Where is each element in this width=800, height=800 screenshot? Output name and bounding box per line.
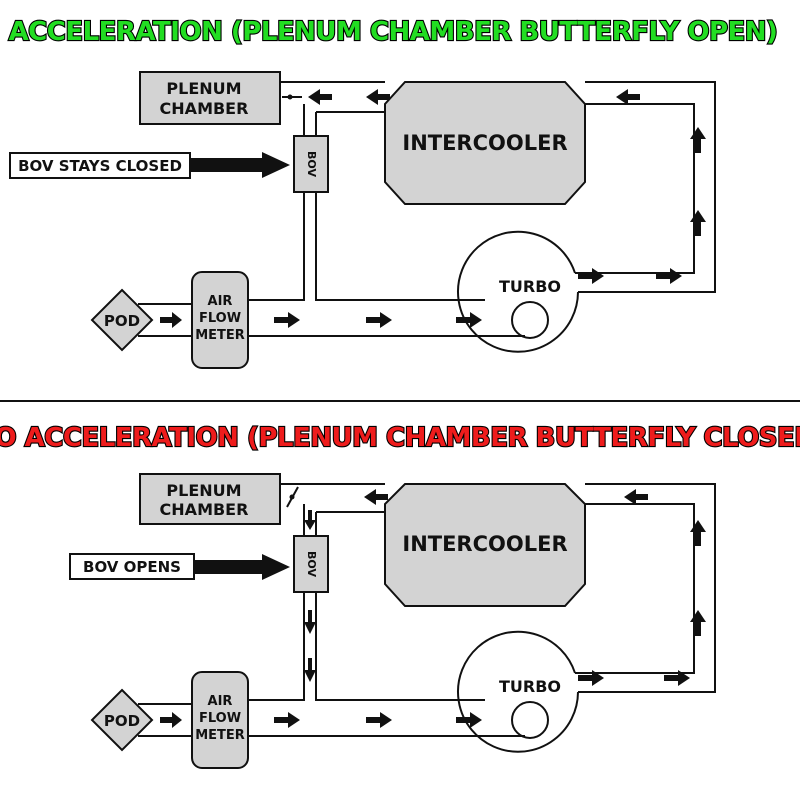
flow-arrows: [160, 489, 706, 728]
plenum-chamber: PLENUM CHAMBER: [139, 71, 281, 125]
acceleration-diagram-svg: ACCELERATION (PLENUM CHAMBER BUTTERFLY O…: [7, 16, 779, 369]
afm-label-line3: METER: [195, 328, 245, 343]
blow-off-valve: BOV: [293, 135, 329, 193]
pipework: [138, 483, 716, 753]
intercooler: INTERCOOLER: [384, 483, 586, 607]
pod-label: POD: [104, 312, 140, 330]
intercooler: INTERCOOLER: [384, 81, 586, 205]
plenum-label-line2: CHAMBER: [160, 500, 249, 519]
bov-callout: BOV STAYS CLOSED: [9, 152, 290, 179]
pod-filter: POD: [90, 688, 154, 752]
pod-filter: POD: [90, 288, 154, 352]
air-flow-meter: AIR FLOW METER: [191, 671, 249, 769]
flow-arrows: [160, 89, 706, 328]
callout-arrow: [190, 152, 290, 178]
panel-divider: [0, 400, 800, 402]
afm-label-line2: FLOW: [199, 311, 241, 326]
bov-callout-label: BOV STAYS CLOSED: [18, 157, 182, 175]
pod-label: POD: [104, 712, 140, 730]
diagram-title: NO ACCELERATION (PLENUM CHAMBER BUTTERFL…: [0, 423, 800, 453]
bov-label: BOV: [305, 551, 318, 577]
intercooler-label: INTERCOOLER: [402, 131, 567, 155]
bov-callout: BOV OPENS: [69, 553, 290, 580]
afm-label-line2: FLOW: [199, 711, 241, 726]
no-acceleration-diagram: NO ACCELERATION (PLENUM CHAMBER BUTTERFL…: [0, 400, 800, 800]
intercooler-label: INTERCOOLER: [402, 532, 567, 556]
plenum-label-line1: PLENUM: [166, 79, 241, 98]
air-flow-meter: AIR FLOW METER: [191, 271, 249, 369]
turbo-label: TURBO: [499, 277, 561, 296]
acceleration-diagram: ACCELERATION (PLENUM CHAMBER BUTTERFLY O…: [7, 16, 779, 369]
plenum-label-line1: PLENUM: [166, 481, 241, 500]
turbo-label: TURBO: [499, 677, 561, 696]
plenum-chamber: PLENUM CHAMBER: [139, 473, 281, 525]
bov-label: BOV: [305, 151, 318, 177]
afm-label-line1: AIR: [208, 294, 233, 309]
callout-arrow: [194, 554, 290, 580]
bov-callout-label: BOV OPENS: [83, 558, 181, 576]
afm-label-line3: METER: [195, 728, 245, 743]
plenum-label-line2: CHAMBER: [160, 99, 249, 118]
no-acceleration-diagram-svg: NO ACCELERATION (PLENUM CHAMBER BUTTERFL…: [0, 422, 800, 769]
diagram-title: ACCELERATION (PLENUM CHAMBER BUTTERFLY O…: [9, 17, 778, 47]
afm-label-line1: AIR: [208, 694, 233, 709]
blow-off-valve: BOV: [293, 535, 329, 593]
